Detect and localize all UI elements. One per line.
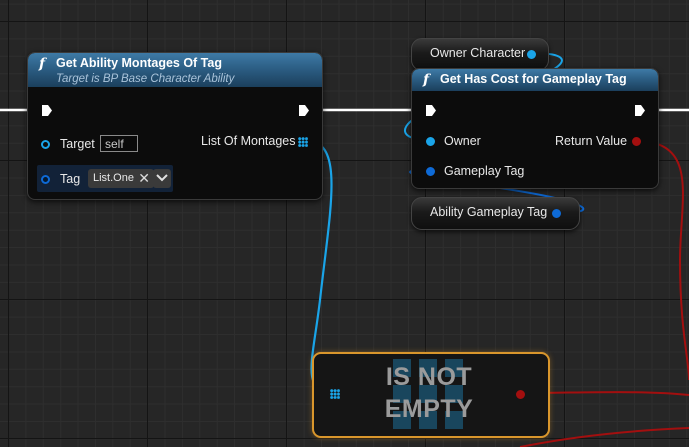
exec-in-pin[interactable] <box>425 104 437 117</box>
x-clear-icon[interactable]: ✕ <box>138 170 150 186</box>
gameplay-tag-pin[interactable] <box>426 167 435 176</box>
list-of-montages-label: List Of Montages <box>201 134 296 148</box>
return-value-label: Return Value <box>555 134 628 148</box>
owner-character-label: Owner Character <box>430 46 526 60</box>
tag-dropdown-button[interactable] <box>153 169 171 188</box>
return-value-pin[interactable] <box>632 137 641 146</box>
owner-pin[interactable] <box>426 137 435 146</box>
node-title: Get Ability Montages Of Tag <box>56 56 222 70</box>
bool-out-pin[interactable] <box>516 390 525 399</box>
target-label: Target <box>60 137 95 151</box>
target-pin[interactable] <box>41 140 50 149</box>
tag-pin[interactable] <box>41 175 50 184</box>
node-title: Get Has Cost for Gameplay Tag <box>440 72 627 86</box>
function-icon: f <box>423 72 430 88</box>
owner-character-node[interactable]: Owner Character <box>411 38 549 71</box>
is-not-empty-line2: EMPTY <box>384 395 474 423</box>
is-not-empty-line1: IS NOT <box>385 363 473 391</box>
ability-gameplay-tag-out-pin[interactable] <box>552 209 561 218</box>
node-header[interactable]: f Get Ability Montages Of Tag Target is … <box>28 53 322 87</box>
chevron-down-icon <box>156 174 168 182</box>
function-icon: f <box>39 56 46 72</box>
ability-gameplay-tag-node[interactable]: Ability Gameplay Tag <box>411 197 580 230</box>
target-input[interactable]: self <box>100 135 138 152</box>
ability-gameplay-tag-label: Ability Gameplay Tag <box>430 205 548 219</box>
exec-in-pin[interactable] <box>41 104 53 117</box>
array-grid-icon <box>393 359 463 429</box>
node-header[interactable]: f Get Has Cost for Gameplay Tag <box>412 69 658 91</box>
exec-out-pin[interactable] <box>298 104 310 117</box>
tag-value: List.One <box>93 172 134 184</box>
array-grid-icon[interactable] <box>298 137 308 147</box>
owner-label: Owner <box>444 134 481 148</box>
get-ability-montages-node[interactable]: f Get Ability Montages Of Tag Target is … <box>27 52 323 200</box>
exec-out-pin[interactable] <box>634 104 646 117</box>
owner-character-out-pin[interactable] <box>527 50 536 59</box>
gameplay-tag-label: Gameplay Tag <box>444 164 525 178</box>
array-in-pin[interactable] <box>330 389 340 399</box>
is-not-empty-node[interactable]: IS NOT EMPTY <box>312 352 550 438</box>
node-subtitle: Target is BP Base Character Ability <box>56 73 235 85</box>
get-has-cost-node[interactable]: f Get Has Cost for Gameplay Tag Owner Re… <box>411 68 659 189</box>
tag-label: Tag <box>60 172 81 186</box>
tag-value-chip[interactable]: List.One ✕ <box>88 169 154 188</box>
